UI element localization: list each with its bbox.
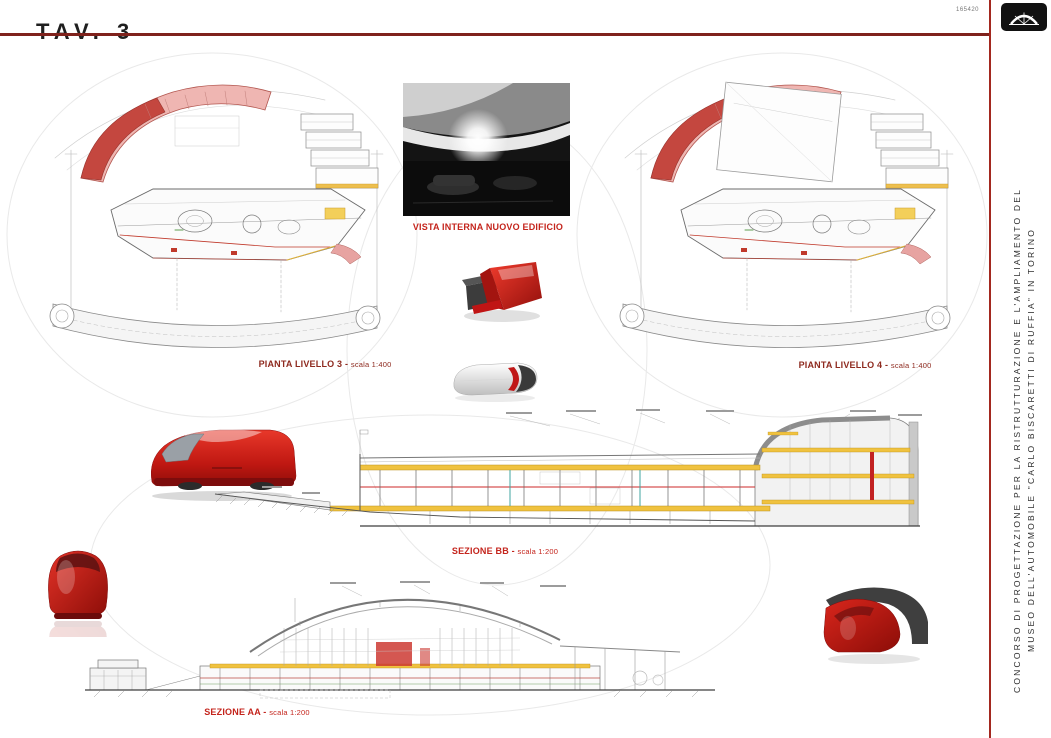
sezione-bb-drawing [214, 409, 922, 527]
caption-label: PIANTA LIVELLO 3 - [258, 359, 349, 369]
pianta-livello-4-drawing [619, 81, 954, 349]
figure-silver-pod [448, 357, 543, 403]
caption-scale: scala 1:400 [890, 361, 932, 370]
caption-scale: scala 1:200 [269, 708, 310, 717]
sheet-code: 165420 [956, 7, 980, 13]
arch-icon [1001, 3, 1047, 31]
caption-label: SEZIONE AA - [204, 707, 267, 717]
competition-title: Concorso di Progettazione per la Ristrut… [1000, 150, 1048, 730]
figure-pianta-livello-3 [25, 58, 395, 358]
red-pod-section-render [823, 587, 928, 664]
pianta-livello-3-drawing [49, 84, 384, 349]
figure-pianta-livello-4 [595, 58, 965, 358]
figure-sezione-bb [210, 408, 940, 543]
caption-label: SEZIONE BB - [451, 546, 515, 556]
competition-title-line-2: Museo dell'Automobile "Carlo Biscaretti … [1026, 228, 1036, 652]
caption-sezione-aa: SEZIONE AA - scala 1:200 [172, 707, 342, 717]
figure-red-pod-section [814, 582, 932, 666]
caption-label: PIANTA LIVELLO 4 - [798, 360, 889, 370]
competition-title-line-1: Concorso di Progettazione per la Ristrut… [1012, 187, 1022, 693]
figure-vista-interna [403, 83, 570, 216]
sezione-aa-drawing [85, 581, 715, 699]
caption-scale: scala 1:400 [350, 360, 392, 369]
caption-sezione-bb: SEZIONE BB - scala 1:200 [420, 546, 590, 556]
figure-red-pod-front [36, 545, 122, 690]
sheet-title: TAV. 3 [36, 18, 136, 44]
caption-scale: scala 1:200 [517, 547, 559, 556]
red-wedge-render [462, 262, 542, 322]
silver-pod-render [453, 362, 538, 402]
vista-interna-render [403, 83, 570, 216]
museum-logo [1001, 3, 1047, 31]
top-rule [0, 33, 990, 36]
caption-label: VISTA INTERNA NUOVO EDIFICIO [412, 222, 564, 232]
caption-pianta-livello-4: PIANTA LIVELLO 4 - scala 1:400 [775, 360, 955, 370]
right-rule [989, 0, 991, 738]
red-pod-front-render [47, 550, 109, 690]
roof-panel-overlay [716, 81, 842, 183]
caption-pianta-livello-3: PIANTA LIVELLO 3 - scala 1:400 [235, 359, 415, 369]
figure-sezione-aa [80, 580, 720, 705]
figure-red-wedge [452, 252, 552, 324]
caption-vista-interna: VISTA INTERNA NUOVO EDIFICIO [393, 222, 583, 232]
